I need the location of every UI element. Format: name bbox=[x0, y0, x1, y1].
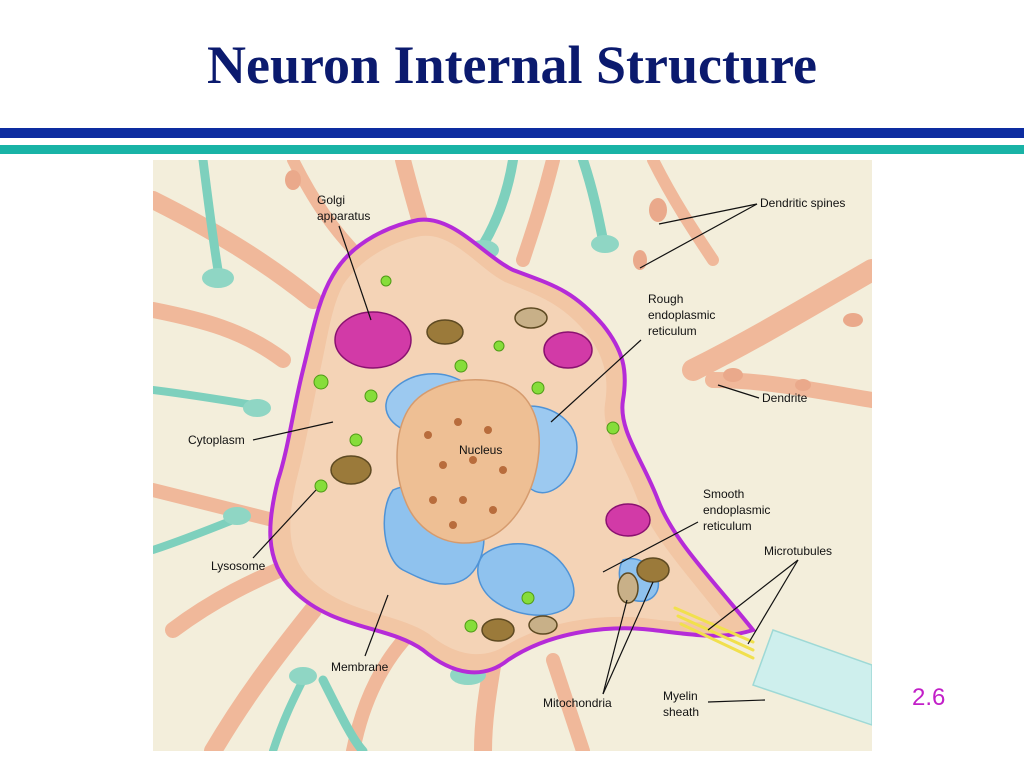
leader-cytoplasm bbox=[252, 421, 334, 441]
leader-myelin bbox=[707, 699, 766, 703]
slide-title: Neuron Internal Structure bbox=[207, 35, 817, 95]
leader-microtubules-2 bbox=[747, 559, 799, 645]
label-smooth-er-line3: reticulum bbox=[703, 519, 752, 533]
title-rule-blue bbox=[0, 128, 1024, 138]
leader-mitochondria-2 bbox=[602, 581, 654, 695]
label-cytoplasm: Cytoplasm bbox=[188, 433, 245, 447]
slide-number: 2.6 bbox=[912, 684, 946, 711]
teal-neighbor-processes bbox=[153, 160, 608, 751]
myelin-sheath-shape bbox=[752, 629, 872, 726]
neuron-diagram: Golgi apparatus Dendritic spines Rough e… bbox=[153, 160, 872, 751]
leader-golgi bbox=[338, 225, 372, 321]
dendritic-spine-nodes bbox=[285, 170, 863, 391]
background-dendrites bbox=[153, 160, 872, 751]
label-golgi-line1: Golgi bbox=[317, 193, 345, 207]
leader-microtubules-1 bbox=[707, 559, 799, 631]
nucleus bbox=[396, 379, 540, 544]
leader-smooth-er bbox=[602, 521, 699, 573]
label-smooth-er-line1: Smooth bbox=[703, 487, 744, 501]
label-mitochondria: Mitochondria bbox=[543, 696, 612, 710]
label-rough-er-line1: Rough bbox=[648, 292, 683, 306]
label-golgi-line2: apparatus bbox=[317, 209, 370, 223]
golgi-apparatus-shape bbox=[334, 311, 651, 537]
label-dendritic-spines: Dendritic spines bbox=[760, 196, 845, 210]
leader-spines-1 bbox=[658, 203, 758, 225]
label-rough-er-line3: reticulum bbox=[648, 324, 697, 338]
leader-mitochondria-1 bbox=[602, 599, 628, 695]
leader-rough-er bbox=[550, 339, 642, 423]
label-smooth-er-line2: endoplasmic bbox=[703, 503, 770, 517]
title-rule-teal bbox=[0, 145, 1024, 154]
label-rough-er-line2: endoplasmic bbox=[648, 308, 715, 322]
label-lysosome: Lysosome bbox=[211, 559, 266, 573]
label-nucleus: Nucleus bbox=[459, 443, 502, 457]
leader-spines-2 bbox=[639, 203, 758, 269]
label-dendrite: Dendrite bbox=[762, 391, 808, 405]
leader-lysosome bbox=[252, 489, 317, 559]
diagram-labels: Golgi apparatus Dendritic spines Rough e… bbox=[188, 193, 845, 719]
leader-dendrite bbox=[717, 384, 760, 399]
label-microtubules: Microtubules bbox=[764, 544, 832, 558]
label-membrane: Membrane bbox=[331, 660, 389, 674]
mitochondria-shapes bbox=[330, 307, 670, 642]
label-myelin-line1: Myelin bbox=[663, 689, 698, 703]
neuron-illustration: Golgi apparatus Dendritic spines Rough e… bbox=[153, 160, 872, 751]
leader-membrane bbox=[364, 594, 389, 657]
lysosome-shapes bbox=[313, 275, 620, 633]
label-myelin-line2: sheath bbox=[663, 705, 699, 719]
